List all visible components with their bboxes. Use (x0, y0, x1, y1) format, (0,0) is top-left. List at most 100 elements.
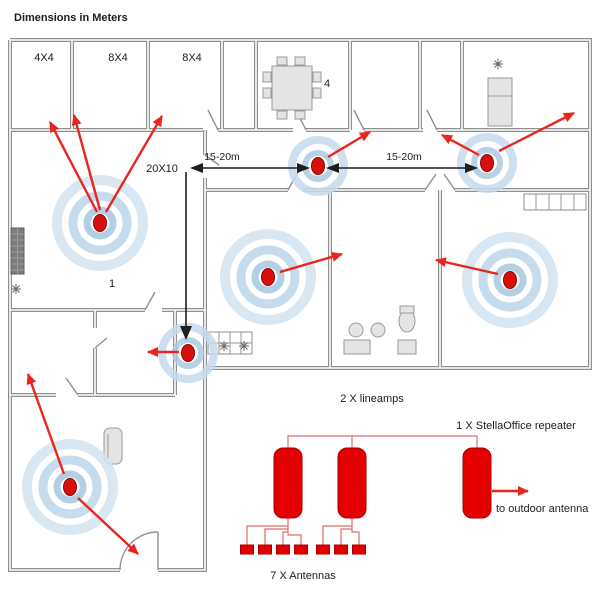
chair (294, 110, 306, 120)
ripple-ring (251, 260, 285, 294)
ripples-antenna-7 (22, 439, 118, 535)
vent-symbol (10, 283, 22, 295)
ripple-ring (493, 263, 527, 297)
distance-arrows (180, 163, 478, 340)
room-label-8x4-a: 8X4 (108, 52, 128, 64)
ripple-ring (38, 455, 102, 519)
radiator-window (523, 193, 587, 211)
antenna-dot-3 (480, 154, 494, 172)
arrowhead (297, 163, 310, 173)
meeting-table (262, 56, 322, 120)
ripple-ring (478, 248, 542, 312)
chair (276, 110, 288, 120)
ripple-ring (302, 150, 334, 182)
ripple-ring (68, 191, 132, 255)
antenna-dot-2 (311, 157, 325, 175)
vent-symbol (492, 58, 504, 70)
ripple-ring (288, 136, 348, 196)
ripple-ring (457, 133, 517, 193)
chair (312, 87, 322, 99)
vent-symbol (238, 340, 250, 352)
ripple-ring (53, 470, 87, 504)
arrowhead (180, 326, 192, 340)
coverage-arrow (77, 497, 139, 555)
coverage-arrow (104, 115, 164, 213)
ripple-ring (462, 232, 558, 328)
signal-coverage-ripples (22, 133, 558, 535)
ripple-ring (471, 147, 503, 179)
distance-label-right: 15-20m (386, 151, 422, 163)
bath-cabinet (343, 339, 371, 355)
arrowhead (190, 163, 203, 173)
ripples-antenna-3 (457, 133, 517, 193)
lineamps-label: 2 X lineamps (340, 393, 404, 405)
ripple-ring (52, 175, 148, 271)
repeater-label: 1 X StellaOffice repeater (456, 420, 576, 432)
room-label-20x10: 20X10 (146, 163, 178, 175)
stellaoffice-repeater (462, 447, 492, 519)
schematic-wires (246, 435, 478, 545)
antenna-unit (240, 544, 254, 555)
coverage-arrow (71, 114, 102, 211)
lineamp-1 (273, 447, 303, 519)
outdoor-antenna-label: to outdoor antenna (496, 503, 589, 515)
arrowhead (465, 163, 478, 173)
door-swing-arc (119, 531, 159, 571)
coverage-arrow (48, 121, 99, 213)
antenna-dot-7 (63, 478, 77, 496)
room-label-4x4: 4X4 (34, 52, 54, 64)
chair (276, 56, 288, 66)
toilet-tank (399, 305, 415, 314)
coverage-arrow (327, 130, 371, 159)
antennas-count-label: 7 X Antennas (270, 570, 336, 582)
radiator-window-dividers (535, 194, 575, 210)
diagram-title: Dimensions in Meters (14, 12, 128, 24)
distance-label-left: 15-20m (204, 151, 240, 163)
room-label-8x4-b: 8X4 (182, 52, 202, 64)
radiator-window-body (523, 193, 587, 211)
coverage-arrow (435, 257, 499, 276)
equipment-schematic: 2 X lineamps 1 X StellaOffice repeater t… (240, 393, 589, 582)
fridge (487, 77, 513, 127)
bathroom-fixtures (343, 305, 417, 355)
sink (370, 322, 386, 338)
furniture (10, 56, 587, 465)
table (271, 65, 313, 111)
coverage-arrow (279, 251, 343, 274)
antenna-unit (352, 544, 366, 555)
ripples-antenna-1 (52, 175, 148, 271)
radiator (10, 227, 25, 275)
antenna-dot-5 (503, 271, 517, 289)
ripple-ring (22, 439, 118, 535)
chair (312, 71, 322, 83)
antenna-dot-1 (93, 214, 107, 232)
coverage-arrow (441, 133, 480, 157)
vent-symbol (218, 340, 230, 352)
ripples-antenna-2 (288, 136, 348, 196)
indoor-antennas (63, 154, 517, 496)
chair (294, 56, 306, 66)
antenna-dot-6 (181, 344, 195, 362)
bath-counter (397, 339, 417, 355)
antenna-unit (276, 544, 290, 555)
ripples-antenna-5 (462, 232, 558, 328)
radiator-grid (11, 228, 24, 274)
coverage-arrows (26, 111, 575, 555)
arrowhead (326, 163, 339, 173)
coverage-arrow (498, 111, 575, 153)
ripple-ring (220, 229, 316, 325)
boiler (103, 427, 123, 465)
ripple-ring (236, 245, 300, 309)
lineamp-2 (337, 447, 367, 519)
shelf-grid (208, 332, 252, 354)
fridge-body (487, 77, 513, 127)
chair (262, 87, 272, 99)
antenna-unit (258, 544, 272, 555)
chair (262, 71, 272, 83)
sink (348, 322, 364, 338)
ripples-antenna-4 (220, 229, 316, 325)
antenna-dot-4 (261, 268, 275, 286)
coverage-arrow (26, 373, 66, 475)
